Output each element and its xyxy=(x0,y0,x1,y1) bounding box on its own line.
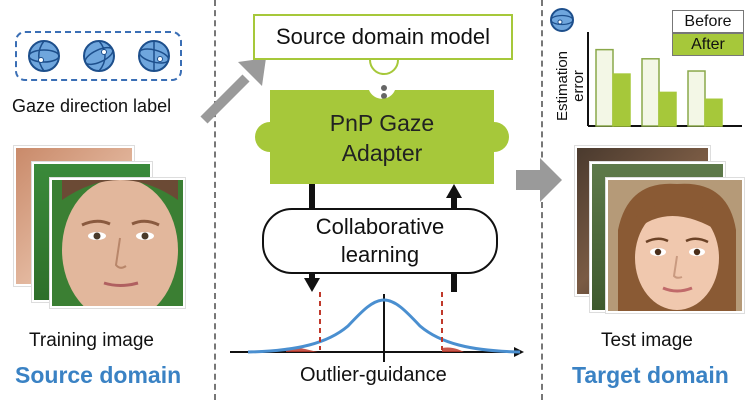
arrow-up-icon xyxy=(446,184,462,210)
target-domain-label: Target domain xyxy=(572,362,729,388)
training-face-image xyxy=(50,178,185,308)
source-domain-label: Source domain xyxy=(15,362,182,388)
left-separator xyxy=(214,0,216,400)
chart-bar-before-1 xyxy=(641,58,660,127)
source-domain-model-label: Source domain model xyxy=(275,24,490,49)
collab-label-line2: learning xyxy=(340,242,420,267)
flow-arrows xyxy=(304,184,462,292)
test-image-label: Test image xyxy=(601,330,693,351)
outlier-guidance-label: Outlier-guidance xyxy=(300,364,447,386)
adapter-shape xyxy=(255,90,509,184)
arrow-up-icon xyxy=(451,270,457,292)
chart-bar-after-1 xyxy=(658,91,677,127)
arrow-down-icon xyxy=(304,270,320,292)
legend-after: After xyxy=(672,33,744,56)
adapter-label-line2: Adapter xyxy=(341,140,423,166)
legend-before: Before xyxy=(672,10,744,33)
training-image-label: Training image xyxy=(29,330,154,351)
gaze-direction-label: Gaze direction label xyxy=(12,96,172,116)
chart-bar-before-0 xyxy=(595,48,614,127)
source-domain-model-box: Source domain model xyxy=(253,14,513,60)
gaze-sphere-icon xyxy=(83,40,115,72)
ylabel-line1: Estimation xyxy=(554,50,571,121)
collaborative-learning-box: Collaborative learning xyxy=(262,208,498,274)
chart-bar-before-2 xyxy=(687,70,706,127)
test-face-image xyxy=(606,178,744,313)
collab-label-line1: Collaborative xyxy=(315,214,445,239)
right-arrow-icon xyxy=(516,158,562,202)
chart-legend: Before After xyxy=(672,10,744,56)
gaze-sphere-icon xyxy=(550,8,574,32)
diagonal-arrow-icon xyxy=(200,58,266,124)
gaze-sphere-icon xyxy=(28,40,60,72)
chart-bar-after-2 xyxy=(704,98,723,127)
estimation-error-chart xyxy=(587,32,742,127)
pnp-gaze-adapter-box: PnP Gaze Adapter xyxy=(270,98,494,178)
gaze-label-box xyxy=(15,31,182,81)
chart-bar-after-0 xyxy=(612,73,631,127)
adapter-label-line1: PnP Gaze xyxy=(329,110,435,136)
gaze-sphere-icon xyxy=(138,40,170,72)
gaze-spheres xyxy=(28,40,170,72)
outlier-distribution-chart xyxy=(230,292,524,362)
arrow-down-icon xyxy=(309,184,315,210)
